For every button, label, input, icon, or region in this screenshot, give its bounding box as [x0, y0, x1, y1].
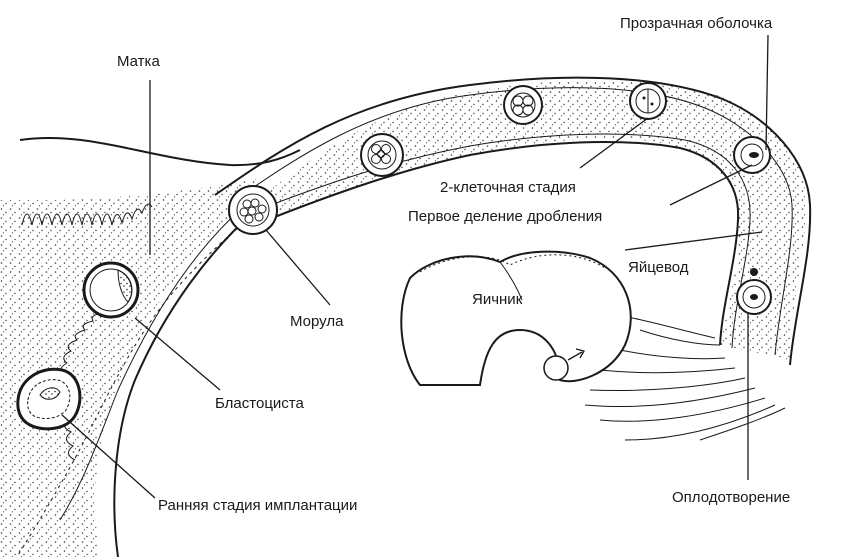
- label-early-implantation: Ранняя стадия имплантации: [158, 497, 357, 514]
- eight-cell-embryo: [361, 134, 403, 176]
- morula-embryo: [229, 186, 277, 234]
- blastocyst-embryo: [84, 263, 138, 317]
- two-cell-embryo: [630, 83, 666, 119]
- label-uterus: Матка: [117, 53, 160, 70]
- label-blastocyst: Бластоциста: [215, 395, 304, 412]
- label-fertilization: Оплодотворение: [672, 489, 790, 506]
- label-two-cell-stage: 2-клеточная стадия: [440, 179, 576, 196]
- label-first-cleavage: Первое деление дробления: [408, 208, 602, 225]
- label-morula: Морула: [290, 313, 344, 330]
- label-zona-pellucida: Прозрачная оболочка: [620, 15, 773, 32]
- four-cell-embryo: [504, 86, 542, 124]
- label-ovary: Яичник: [472, 291, 523, 308]
- zygote: [734, 137, 770, 173]
- implanting-embryo: [18, 369, 80, 429]
- ovary: [401, 252, 631, 385]
- label-oviduct: Яйцевод: [628, 259, 689, 276]
